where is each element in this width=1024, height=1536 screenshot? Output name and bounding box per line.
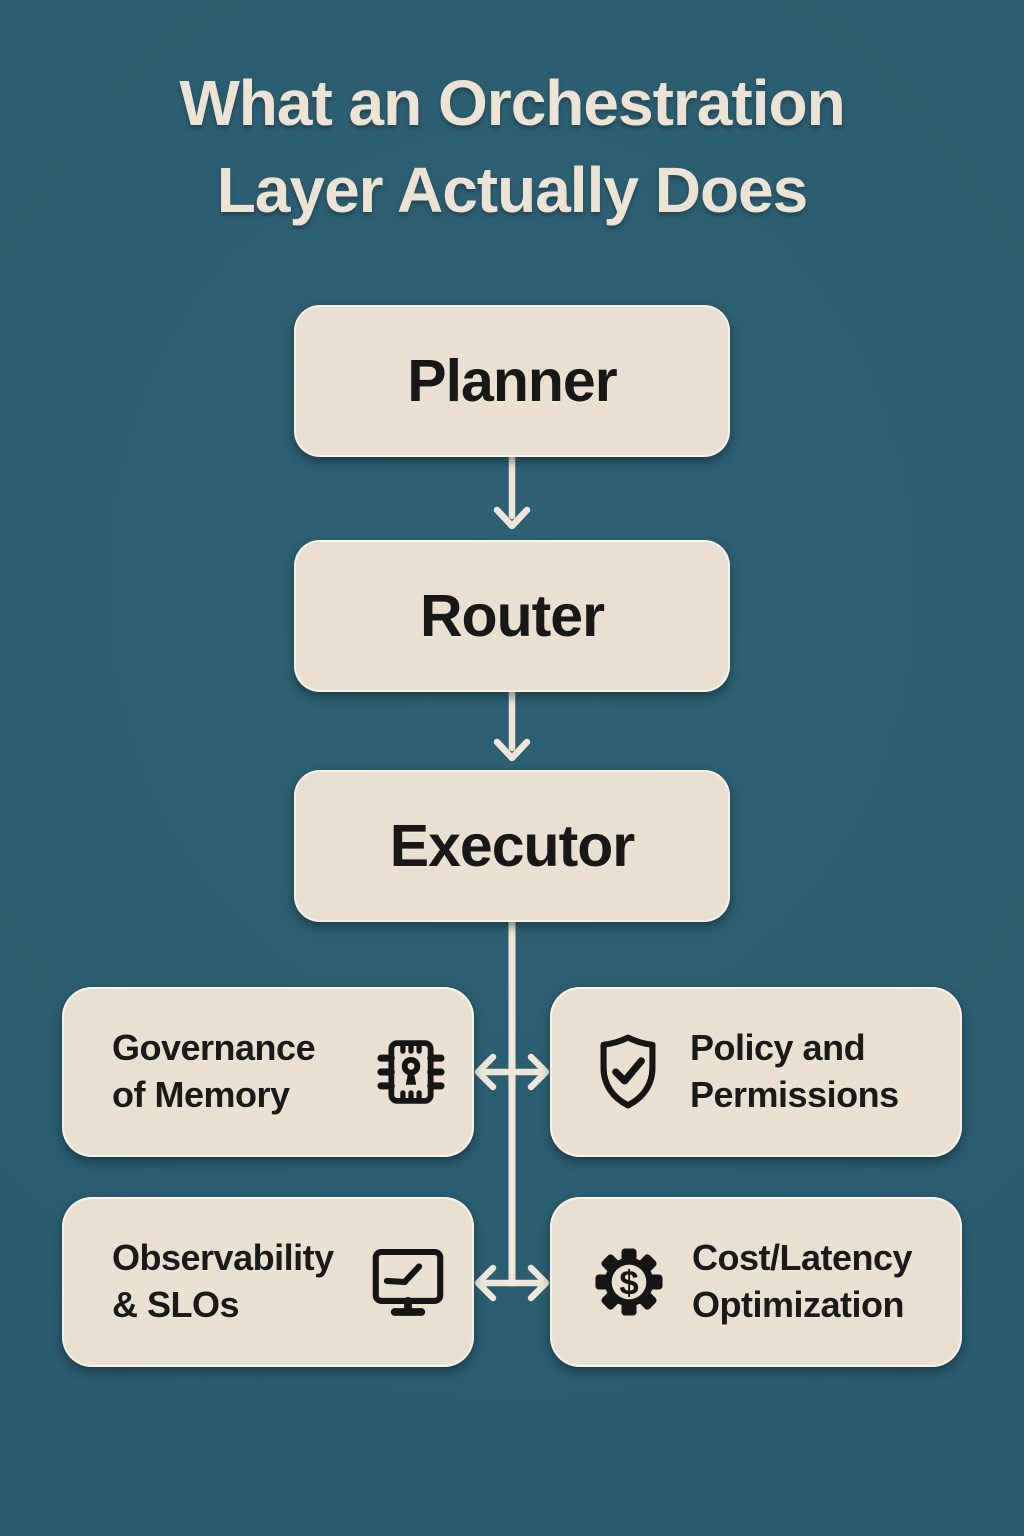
page-title: What an Orchestration Layer Actually Doe… xyxy=(0,60,1024,234)
arrow-observability-cost-icon xyxy=(474,1264,550,1302)
node-planner-label: Planner xyxy=(407,348,617,414)
branch-observability-label: Observability & SLOs xyxy=(112,1237,334,1325)
node-planner: Planner xyxy=(294,305,730,457)
node-executor-label: Executor xyxy=(389,813,635,879)
branch-governance-label: Governance of Memory xyxy=(112,1027,316,1115)
branch-governance-of-memory: Governance of Memory xyxy=(62,987,474,1157)
title-line-1: What an Orchestration xyxy=(179,67,845,139)
gear-dollar-icon: $ xyxy=(592,1245,666,1319)
branch-cost-label: Cost/Latency Optimization xyxy=(692,1237,913,1325)
shield-check-icon xyxy=(592,1032,664,1112)
branch-cost-latency-optimization: $ Cost/Latency Optimization xyxy=(550,1197,962,1367)
title-line-2: Layer Actually Does xyxy=(216,154,808,227)
arrow-router-to-executor-icon xyxy=(493,688,531,762)
arrow-governance-policy-icon xyxy=(474,1053,550,1091)
node-router-label: Router xyxy=(419,583,605,649)
monitor-chart-icon xyxy=(368,1246,448,1318)
branch-observability-slos: Observability & SLOs xyxy=(62,1197,474,1367)
arrow-planner-to-router-icon xyxy=(493,454,531,530)
chip-lock-icon xyxy=(374,1035,448,1109)
dollar-symbol: $ xyxy=(619,1265,638,1303)
branch-policy-and-permissions: Policy and Permissions xyxy=(550,987,962,1157)
node-executor: Executor xyxy=(294,770,730,922)
branch-policy-label: Policy and Permissions xyxy=(690,1027,899,1115)
node-router: Router xyxy=(294,540,730,692)
